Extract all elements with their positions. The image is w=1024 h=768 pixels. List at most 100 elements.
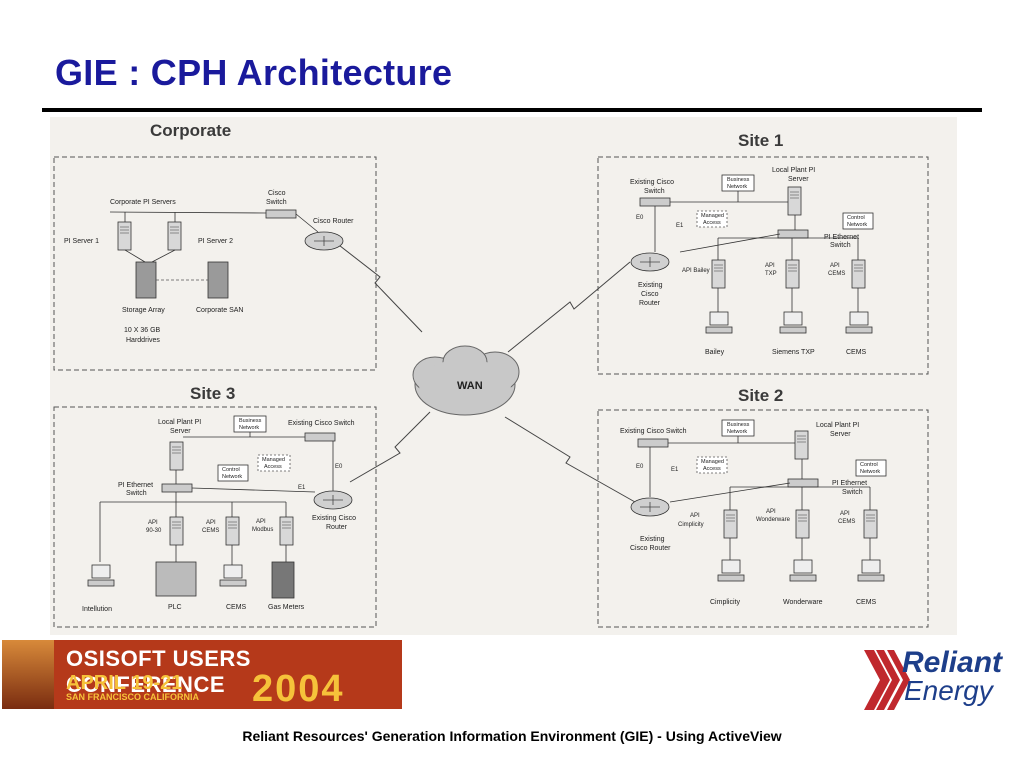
harddrives-label-1: 10 X 36 GB bbox=[124, 327, 161, 334]
reliant-stripes-icon bbox=[864, 650, 910, 710]
slide-footer: Reliant Resources' Generation Informatio… bbox=[242, 728, 782, 744]
s3-router-2: Router bbox=[326, 524, 348, 531]
s3-e1: E1 bbox=[298, 485, 306, 491]
pi-server-2-icon bbox=[167, 221, 182, 251]
site3-frame bbox=[53, 406, 377, 628]
s1-business-network-2: Network bbox=[727, 184, 747, 190]
wan-label: WAN bbox=[457, 380, 483, 392]
s2-managed-access-2: Access bbox=[703, 466, 721, 472]
s1-api-txp-1: API bbox=[765, 263, 775, 269]
s2-api-cimplicity-1: API bbox=[690, 513, 700, 519]
s3-gas-meters-icon bbox=[271, 561, 295, 599]
s1-managed-access-2: Access bbox=[703, 220, 721, 226]
cisco-router-label: Cisco Router bbox=[313, 218, 354, 225]
s3-api-modbus-2: Modbus bbox=[252, 527, 273, 533]
s1-existing-cisco-switch-2: Switch bbox=[644, 188, 665, 195]
s2-api-cimplicity-icon bbox=[723, 509, 738, 539]
s2-pi-ethernet-switch-icon bbox=[787, 478, 819, 488]
s2-api-cems-2: CEMS bbox=[838, 519, 855, 525]
s3-router-1: Existing Cisco bbox=[312, 515, 356, 522]
s3-api-90-30-2: 90-30 bbox=[146, 528, 162, 534]
s2-local-plant-pi-2: Server bbox=[830, 431, 851, 438]
pi-server-2-label: PI Server 2 bbox=[198, 238, 233, 245]
s1-cems-pc-icon bbox=[845, 311, 873, 334]
s1-siemens-txp: Siemens TXP bbox=[772, 349, 815, 356]
wan-cloud bbox=[412, 345, 520, 416]
pi-server-1-label: PI Server 1 bbox=[64, 238, 99, 245]
corporate-san-icon bbox=[207, 261, 229, 299]
s3-managed-access-2: Access bbox=[264, 464, 282, 470]
s2-existing-cisco-switch: Existing Cisco Switch bbox=[620, 428, 687, 435]
s1-bailey: Bailey bbox=[705, 349, 725, 356]
s1-bailey-pc-icon bbox=[705, 311, 733, 334]
s3-api-cems-1: API bbox=[206, 520, 216, 526]
s3-switch-icon bbox=[304, 432, 336, 442]
storage-array-icon bbox=[135, 261, 157, 299]
s2-wonderware-pc-icon bbox=[789, 559, 817, 582]
s1-cems: CEMS bbox=[846, 349, 867, 356]
s1-pi-ethernet-switch-icon bbox=[777, 229, 809, 239]
s2-local-plant-pi-1: Local Plant PI bbox=[816, 422, 859, 429]
s1-e1: E1 bbox=[676, 223, 684, 229]
s1-business-network-1: Business bbox=[727, 177, 750, 183]
s1-e0: E0 bbox=[636, 215, 644, 221]
s1-pi-ethernet-switch-1: PI Ethernet bbox=[824, 234, 859, 241]
s2-router-1: Existing bbox=[640, 536, 665, 543]
network-diagram: Corporate Site 1 Site 3 Site 2 WAN Corpo… bbox=[50, 117, 957, 635]
s1-local-plant-pi-2: Server bbox=[788, 176, 809, 183]
site3-header: Site 3 bbox=[190, 384, 235, 403]
s2-business-network-1: Business bbox=[727, 422, 750, 428]
s3-existing-cisco-switch: Existing Cisco Switch bbox=[288, 420, 355, 427]
s1-api-cems-1: API bbox=[830, 263, 840, 269]
s2-wonderware: Wonderware bbox=[783, 599, 823, 606]
wan-link-corporate bbox=[334, 241, 423, 333]
s1-api-cems-2: CEMS bbox=[828, 271, 845, 277]
s3-cems: CEMS bbox=[226, 604, 247, 611]
s1-switch-icon bbox=[639, 197, 671, 207]
s3-api-modbus-icon bbox=[279, 516, 294, 546]
s1-local-plant-pi-1: Local Plant PI bbox=[772, 167, 815, 174]
reliant-logo-word: Reliant bbox=[902, 646, 1003, 679]
s1-local-server-icon bbox=[787, 186, 802, 216]
s2-managed-access-1: Managed bbox=[701, 459, 724, 465]
s2-e0: E0 bbox=[636, 464, 644, 470]
conference-title: OSISOFT USERS CONFERENCE bbox=[66, 646, 251, 697]
harddrives-label-2: Harddrives bbox=[126, 337, 160, 344]
s3-api-cems-2: CEMS bbox=[202, 528, 219, 534]
conference-location: SAN FRANCISCO CALIFORNIA bbox=[66, 692, 199, 702]
s2-pi-ethernet-switch-2: Switch bbox=[842, 489, 863, 496]
energy-logo-word: Energy bbox=[904, 675, 993, 706]
network-diagram-svg: Corporate Site 1 Site 3 Site 2 WAN Corpo… bbox=[53, 121, 929, 628]
s1-router-icon bbox=[630, 252, 670, 272]
pi-server-1-icon bbox=[117, 221, 132, 251]
s2-api-wonderware-icon bbox=[795, 509, 810, 539]
cisco-switch-label-2: Switch bbox=[266, 199, 287, 206]
s1-managed-access-1: Managed bbox=[701, 213, 724, 219]
s3-cems-pc-icon bbox=[219, 564, 247, 587]
s3-business-network-2: Network bbox=[239, 425, 259, 431]
s1-api-bailey: API Bailey bbox=[682, 268, 710, 274]
wan-link-site2 bbox=[504, 416, 636, 503]
s1-txp-pc-icon bbox=[779, 311, 807, 334]
s2-cimplicity-pc-icon bbox=[717, 559, 745, 582]
s2-router-2: Cisco Router bbox=[630, 545, 671, 552]
corporate-frame bbox=[53, 156, 377, 371]
s1-api-bailey-icon bbox=[711, 259, 726, 289]
s1-pi-ethernet-switch-2: Switch bbox=[830, 242, 851, 249]
s1-control-network-1: Control bbox=[847, 215, 865, 221]
slide-title: GIE : CPH Architecture bbox=[55, 52, 453, 93]
conference-year: 2004 bbox=[252, 668, 345, 709]
s3-api-cems-icon bbox=[225, 516, 240, 546]
s2-api-cimplicity-2: Cimplicity bbox=[678, 522, 704, 528]
site1-frame bbox=[597, 156, 929, 375]
wan-link-site3 bbox=[349, 411, 431, 483]
s2-switch-icon bbox=[637, 438, 669, 448]
s3-intellution: Intellution bbox=[82, 606, 112, 613]
s3-gas-meters: Gas Meters bbox=[268, 604, 305, 611]
s2-api-wonderware-1: API bbox=[766, 509, 776, 515]
s2-e1: E1 bbox=[671, 467, 679, 473]
s3-local-server-icon bbox=[169, 441, 184, 471]
s1-api-cems-icon bbox=[851, 259, 866, 289]
s3-intellution-pc-icon bbox=[87, 564, 115, 587]
s3-api-90-30-icon bbox=[169, 516, 184, 546]
